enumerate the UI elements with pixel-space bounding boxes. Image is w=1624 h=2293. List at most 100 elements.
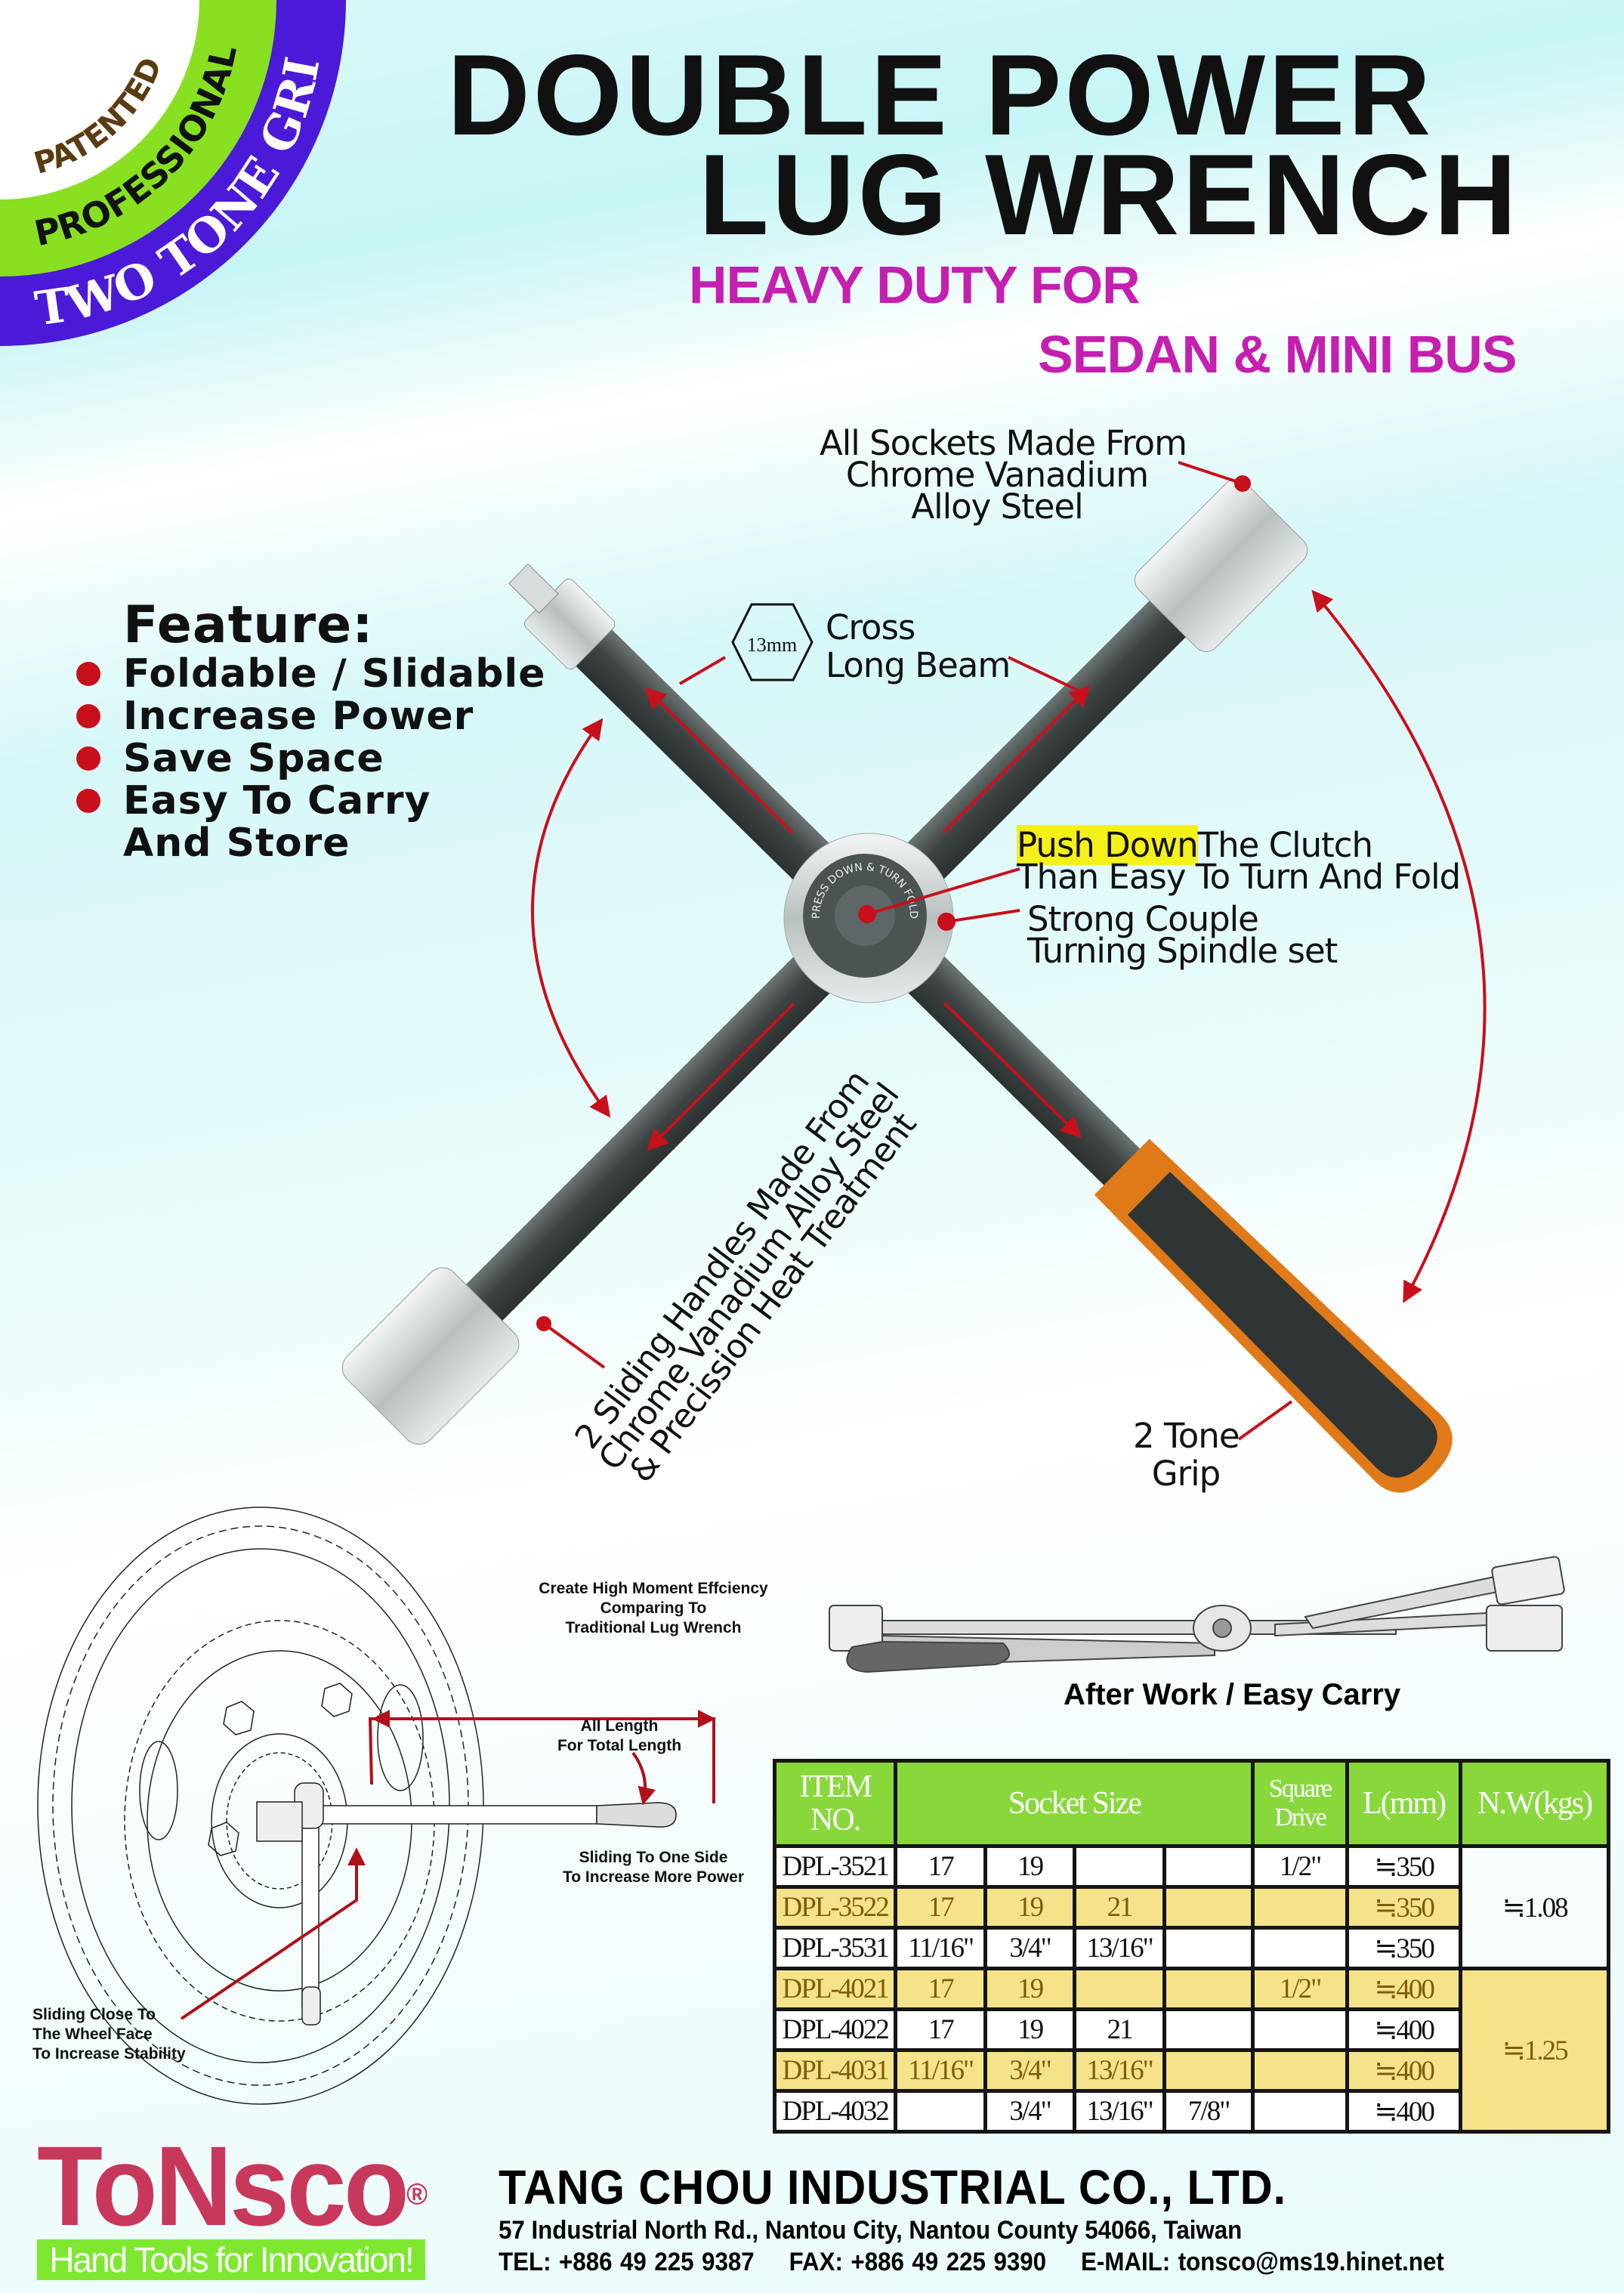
socket-size-cell: 13/16" [1073, 2048, 1166, 2093]
socket-size-cell: 19 [983, 1844, 1077, 1889]
slide-close-line: Sliding Close To [32, 2006, 156, 2023]
rotation-arrow-right [1311, 589, 1487, 1303]
clutch-line2: Than Easy To Turn And Fold [1017, 857, 1461, 897]
slide-side-note: Sliding To One Side To Increase More Pow… [555, 1848, 752, 1887]
clutch-highlight: Push Down [1017, 825, 1199, 865]
bullet-icon [76, 789, 100, 813]
item-no-cell: DPL-3521 [772, 1844, 898, 1889]
email-link[interactable]: E-MAIL: tonsco@ms19.hinet.net [1081, 2248, 1444, 2276]
length-note: All Length For Total Length [551, 1717, 687, 1756]
feature-heading: Feature: [123, 595, 374, 655]
square-drive-cell [1251, 2089, 1349, 2134]
slide-side-line: Sliding To One Side [579, 1849, 728, 1866]
grip-line: 2 Tone [1133, 1416, 1240, 1456]
slide-side-line: To Increase More Power [562, 1868, 745, 1886]
moment-line: Comparing To [600, 1599, 707, 1617]
contact-line: TEL: +886 49 225 9387 FAX: +886 49 225 93… [499, 2248, 1444, 2276]
square-drive-cell [1251, 1926, 1349, 1970]
folded-wrench-image [829, 1556, 1565, 1673]
company-name: TANG CHOU INDUSTRIAL CO., LTD. [499, 2160, 1286, 2214]
beam-line: Cross [826, 607, 915, 647]
item-no-cell: DPL-4032 [772, 2089, 898, 2134]
socket-size-cell: 21 [1073, 1885, 1166, 1930]
socket-size-cell: 11/16" [894, 2048, 987, 2093]
feature-item: Easy To Carry [76, 780, 546, 822]
tonsco-logo: ToNsco® [37, 2122, 428, 2249]
spindle-line: Strong Couple [1027, 899, 1259, 939]
length-cell: ≒350 [1345, 1885, 1463, 1930]
hex-size-icon [731, 603, 814, 681]
socket-size-cell [1162, 2007, 1255, 2052]
length-cell: ≒400 [1345, 1967, 1463, 2011]
bullet-icon [76, 662, 100, 686]
slide-close-note: Sliding Close To The Wheel Face To Incre… [32, 2005, 186, 2064]
subtitle-line1: HEAVY DUTY FOR [689, 255, 1141, 314]
weight-cell: ≒1.08 [1459, 1844, 1610, 1970]
length-cell: ≒400 [1345, 2089, 1463, 2134]
fax: FAX: +886 49 225 9390 [789, 2248, 1047, 2276]
length-cell: ≒400 [1345, 2048, 1463, 2093]
sockets-line: Alloy Steel [911, 487, 1083, 527]
hex-size-label: 13mm [747, 634, 797, 656]
feature-item: Save Space [76, 737, 546, 780]
length-line: For Total Length [557, 1737, 682, 1754]
clutch-rest: The Clutch [1197, 825, 1373, 865]
square-drive-cell: 1/2" [1251, 1967, 1349, 2011]
socket-size-cell: 13/16" [1073, 1926, 1166, 1970]
item-no-cell: DPL-4031 [772, 2048, 898, 2093]
socket-size-cell: 3/4" [983, 2048, 1077, 2093]
socket-size-cell [1162, 1926, 1255, 1970]
company-address: 57 Industrial North Rd., Nantou City, Na… [499, 2216, 1243, 2245]
sockets-line: Chrome Vanadium [845, 455, 1149, 495]
subtitle-line2: SEDAN & MINI BUS [1038, 325, 1517, 384]
socket-size-cell [894, 2089, 987, 2134]
bullet-icon [76, 704, 100, 728]
socket-size-cell: 13/16" [1073, 2089, 1166, 2134]
socket-size-cell [1162, 2048, 1255, 2093]
socket-size-cell: 7/8" [1162, 2089, 1255, 2134]
slide-close-line: To Increase Stability [32, 2045, 186, 2063]
weight-cell: ≒1.25 [1459, 1967, 1610, 2134]
feature-item: Foldable / Slidable [76, 653, 546, 695]
feature-item: Increase Power [76, 695, 546, 737]
sockets-callout: All Sockets Made From Chrome Vanadium Al… [820, 423, 1187, 527]
moment-line: Create High Moment Effciency [539, 1580, 768, 1597]
socket-size-cell: 17 [894, 1967, 987, 2011]
moment-line: Traditional Lug Wrench [565, 1619, 742, 1636]
length-cell: ≒350 [1345, 1926, 1463, 1970]
item-no-cell: DPL-3522 [772, 1885, 898, 1930]
beam-callout: Cross Long Beam [826, 607, 1011, 685]
socket-size-cell [1162, 1844, 1255, 1889]
logo-tagline: Hand Tools for Innovation! [37, 2239, 425, 2280]
item-no-cell: DPL-4022 [772, 2007, 898, 2052]
socket-size-cell [1162, 1967, 1255, 2011]
title-line1: DOUBLE POWER [447, 31, 1434, 159]
length-cell: ≒350 [1345, 1844, 1463, 1889]
beam-line: Long Beam [826, 645, 1011, 685]
sockets-line: All Sockets Made From [820, 423, 1187, 463]
slide-close-line: The Wheel Face [32, 2026, 153, 2043]
item-no-cell: DPL-3531 [772, 1926, 898, 1970]
rotation-arrow-left [530, 718, 611, 1118]
square-drive-cell [1251, 2007, 1349, 2052]
title-line2: LUG WRENCH [699, 131, 1521, 259]
socket-size-cell: 17 [894, 1885, 987, 1930]
socket-size-cell: 19 [983, 2007, 1077, 2052]
socket-size-cell: 21 [1073, 2007, 1166, 2052]
socket-size-cell: 17 [894, 2007, 987, 2052]
feature-item: And Store [123, 820, 350, 866]
header-socket-size: Socket Size [894, 1759, 1255, 1848]
socket-size-cell: 17 [894, 1844, 987, 1889]
tel: TEL: +886 49 225 9387 [499, 2248, 755, 2276]
item-no-cell: DPL-4021 [772, 1967, 898, 2011]
